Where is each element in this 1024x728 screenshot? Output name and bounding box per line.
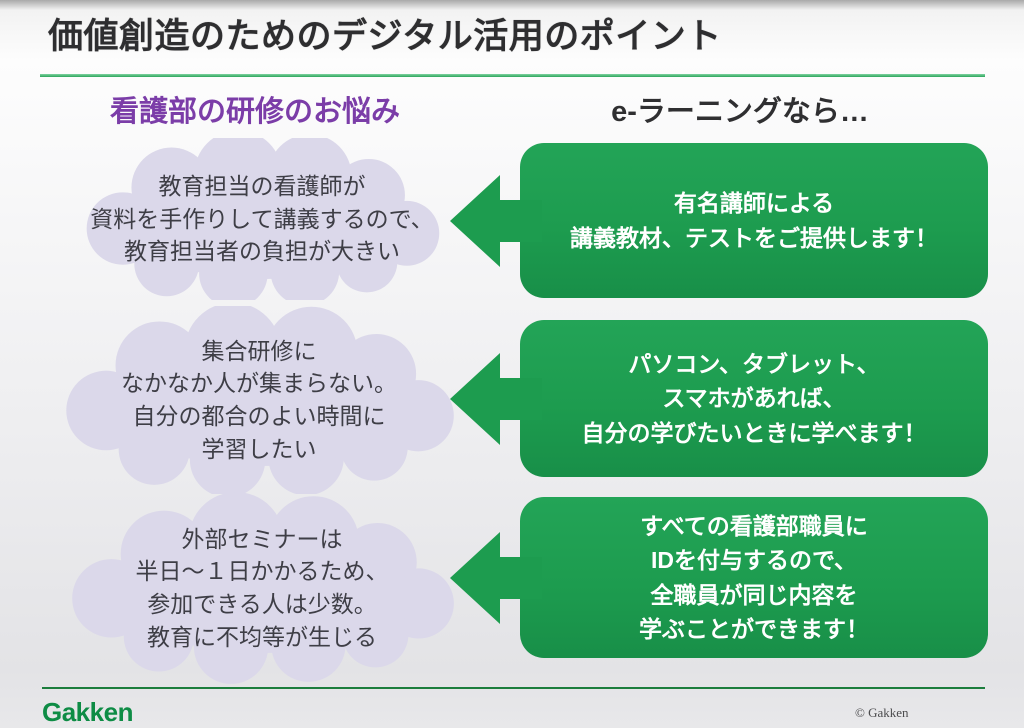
- left-arrow-icon: [450, 352, 542, 445]
- solution-box-1: 有名講師による 講義教材、テストをご提供します！: [450, 143, 988, 298]
- right-column-header: e-ラーニングなら…: [611, 96, 869, 128]
- problem-text: 集合研修に なかなか人が集まらない。 自分の都合のよい時間に 学習したい: [121, 337, 397, 462]
- gakken-logo: Gakken: [42, 697, 133, 727]
- problem-cloud-2: 集合研修に なかなか人が集まらない。 自分の都合のよい時間に 学習したい: [60, 306, 458, 494]
- slide-title: 価値創造のためのデジタル活用のポイント: [48, 17, 722, 56]
- thought-cloud-shape: [86, 138, 440, 300]
- solution-box-3: すべての看護部職員に IDを付与するので、 全職員が同じ内容を 学ぶことができま…: [450, 497, 988, 658]
- solution-text: 有名講師による 講義教材、テストをご提供します！: [570, 190, 938, 251]
- left-column-header: 看護部の研修のお悩み: [109, 96, 400, 128]
- thought-cloud-shape: [72, 492, 454, 684]
- solution-box-2: パソコン、タブレット、 スマホがあれば、 自分の学びたいときに学べます！: [450, 320, 988, 477]
- thought-cloud-shape: [66, 306, 454, 494]
- solution-text: パソコン、タブレット、 スマホがあれば、 自分の学びたいときに学べます！: [581, 350, 927, 446]
- left-arrow-icon: [450, 531, 542, 624]
- copyright-text: © Gakken: [855, 705, 909, 720]
- problem-cloud-1: 教育担当の看護師が 資料を手作りして講義するので、 教育担当者の負担が大きい: [72, 138, 452, 300]
- problem-text: 外部セミナーは 半日〜１日かかるため、 参加できる人は少数。 教育に不均等が生じ…: [135, 525, 389, 650]
- problem-text: 教育担当の看護師が 資料を手作りして講義するので、 教育担当者の負担が大きい: [90, 173, 434, 265]
- footer-divider: [42, 687, 985, 689]
- title-underline: [40, 74, 985, 77]
- left-arrow-icon: [450, 174, 542, 267]
- problem-cloud-3: 外部セミナーは 半日〜１日かかるため、 参加できる人は少数。 教育に不均等が生じ…: [66, 490, 458, 686]
- solution-text: すべての看護部職員に IDを付与するので、 全職員が同じ内容を 学ぶことができま…: [639, 512, 869, 643]
